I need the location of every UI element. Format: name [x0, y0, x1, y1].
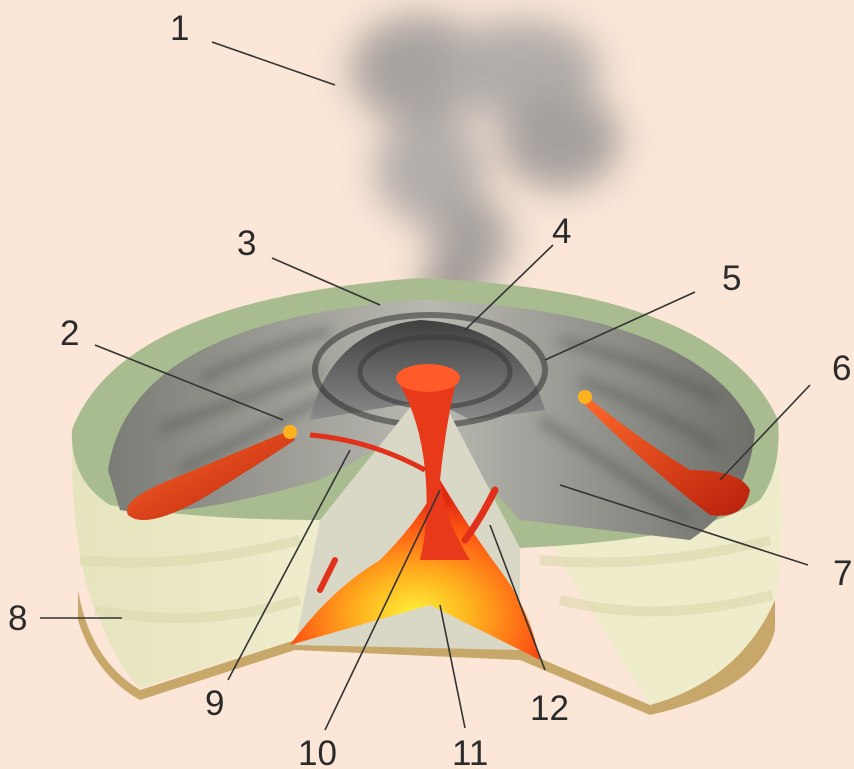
label-6: 6	[832, 349, 851, 388]
label-7: 7	[833, 554, 852, 593]
label-8: 8	[8, 599, 27, 638]
label-5: 5	[722, 259, 741, 298]
label-3: 3	[237, 224, 256, 263]
crater-lava-pool	[396, 364, 460, 392]
lava-vent-right	[578, 390, 592, 404]
label-11: 11	[452, 734, 488, 769]
lava-vent-left	[283, 425, 297, 439]
label-12: 12	[530, 689, 569, 728]
ash-cloud	[350, 15, 620, 320]
label-1: 1	[170, 9, 189, 48]
label-10: 10	[298, 734, 337, 769]
label-9: 9	[205, 684, 224, 723]
label-4: 4	[552, 212, 571, 251]
label-2: 2	[60, 314, 79, 353]
